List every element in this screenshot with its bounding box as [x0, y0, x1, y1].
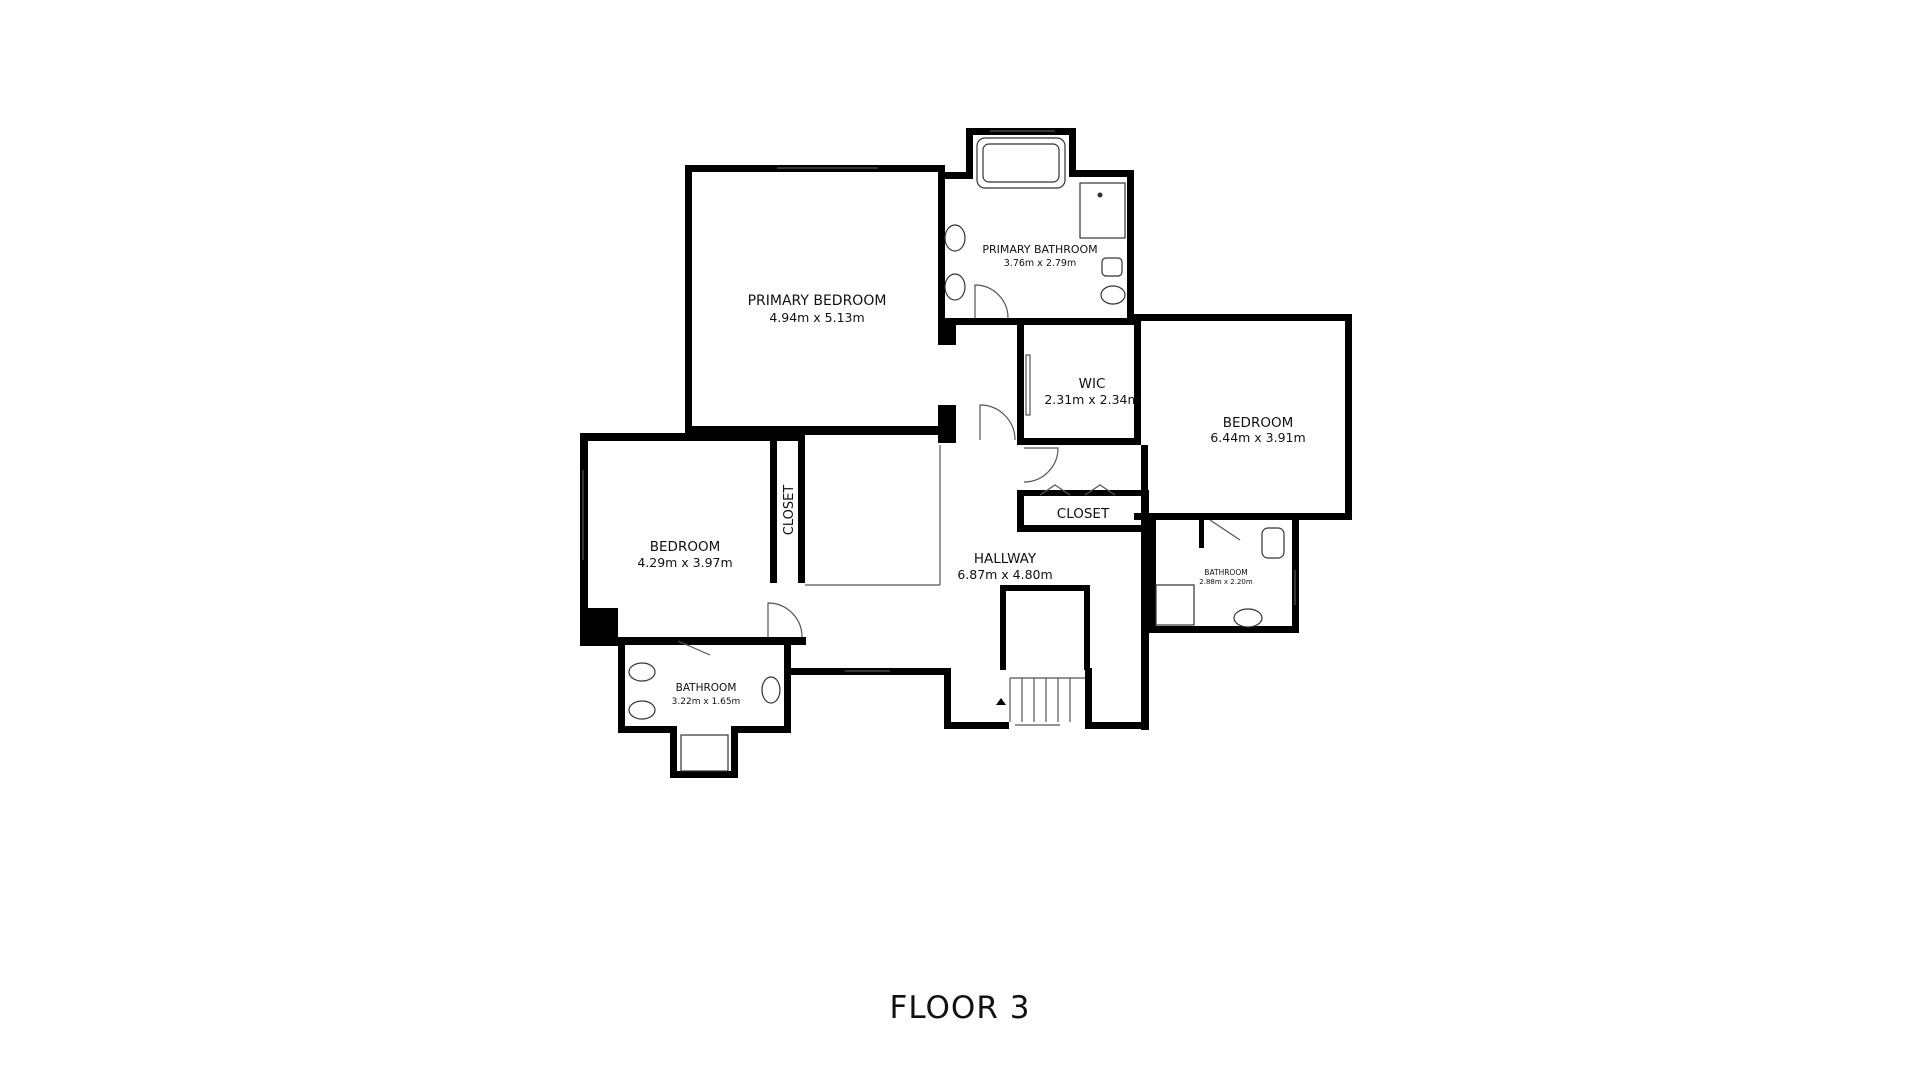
fixtures: [628, 137, 1285, 772]
wic-dims: 2.31m x 2.34m: [1044, 392, 1139, 407]
stairs: [996, 677, 1085, 722]
room-labels: PRIMARY BEDROOM 4.94m x 5.13m PRIMARY BA…: [637, 243, 1305, 707]
floor-title: FLOOR 3: [889, 990, 1031, 1026]
closet-west-name: CLOSET: [782, 485, 797, 536]
hallway-name: HALLWAY: [974, 551, 1037, 567]
bedroom-west-name: BEDROOM: [650, 539, 720, 555]
thin-lines: [582, 130, 1296, 726]
closet-hall-name: CLOSET: [1057, 506, 1110, 522]
wic-name: WIC: [1079, 376, 1106, 392]
walls: [580, 128, 1352, 778]
primary-bathroom-name: PRIMARY BATHROOM: [982, 243, 1097, 256]
bathroom-west-name: BATHROOM: [676, 682, 737, 694]
bathroom-west-dims: 3.22m x 1.65m: [672, 697, 741, 707]
bathroom-east-name: BATHROOM: [1204, 568, 1247, 577]
door-swings: [677, 284, 1241, 656]
primary-bathroom-dims: 3.76m x 2.79m: [1004, 258, 1076, 269]
primary-bedroom-dims: 4.94m x 5.13m: [769, 310, 864, 325]
bedroom-east-name: BEDROOM: [1223, 415, 1293, 431]
hallway-dims: 6.87m x 4.80m: [957, 567, 1052, 582]
bedroom-west-dims: 4.29m x 3.97m: [637, 555, 732, 570]
primary-bedroom-name: PRIMARY BEDROOM: [748, 293, 887, 309]
bathroom-east-dims: 2.88m x 2.20m: [1199, 578, 1253, 586]
bedroom-east-dims: 6.44m x 3.91m: [1210, 430, 1305, 445]
